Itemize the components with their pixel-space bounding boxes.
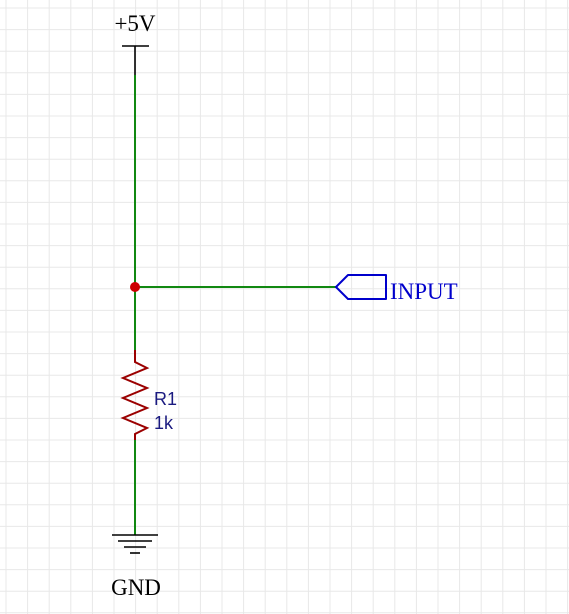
net-port-label: INPUT [390,279,458,304]
ground-label: GND [111,575,161,600]
power-symbol-5v[interactable]: +5V [114,11,156,75]
net-port-input[interactable]: INPUT [335,274,458,304]
resistor-value: 1k [154,413,174,433]
ground-symbol[interactable]: GND [111,534,161,600]
resistor-designator: R1 [154,389,177,409]
resistor-r1[interactable]: R1 1k [120,350,177,440]
power-label: +5V [114,11,155,36]
junction-dot[interactable] [130,282,140,292]
wires [134,75,336,535]
